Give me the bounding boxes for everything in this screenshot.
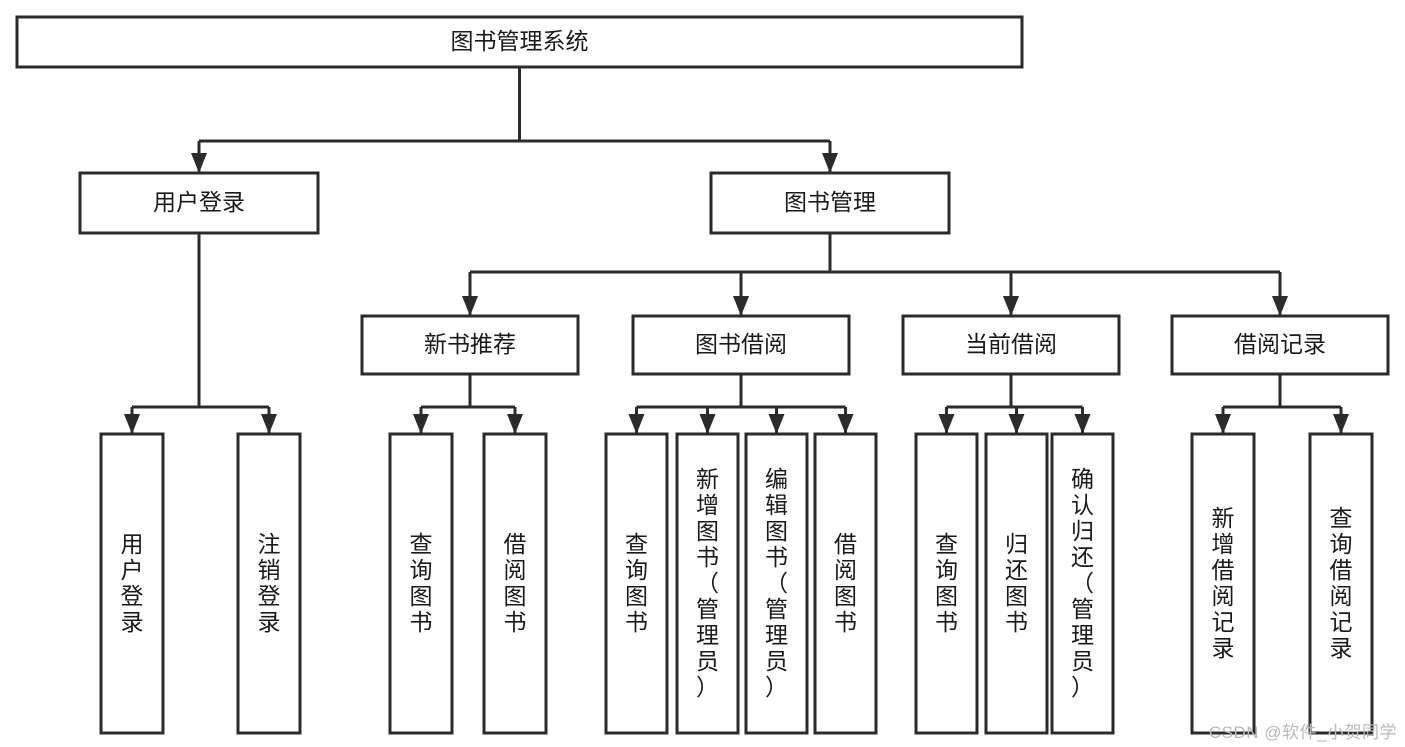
arrow-head-icon xyxy=(124,414,140,434)
arrow-head-icon xyxy=(699,414,716,434)
node-label: 查询图书 xyxy=(625,531,648,635)
node-box xyxy=(1050,432,1115,735)
node-box xyxy=(99,432,165,735)
arrow-head-icon xyxy=(837,414,854,434)
node-box xyxy=(901,314,1121,376)
node-box xyxy=(15,15,1024,69)
arrow-head-icon xyxy=(768,414,785,434)
node-label: 当前借阅 xyxy=(965,331,1057,357)
node-leaf-add-book[interactable]: 新增图书（管理员） xyxy=(675,432,740,735)
arrow-head-icon xyxy=(1003,296,1019,316)
node-leaf-add-record[interactable]: 新增借阅记录 xyxy=(1190,432,1256,735)
connectors-layer xyxy=(124,67,1349,434)
arrow-head-icon xyxy=(1008,414,1025,434)
node-leaf-borrow-book-1[interactable]: 借阅图书 xyxy=(482,432,548,735)
node-leaf-query-book-1[interactable]: 查询图书 xyxy=(388,432,454,735)
node-label: 图书管理 xyxy=(784,189,876,215)
node-box xyxy=(1170,314,1390,376)
node-label: 新增借阅记录 xyxy=(1212,505,1235,661)
node-box xyxy=(984,432,1049,735)
node-label: 用户登录 xyxy=(121,531,144,635)
arrow-head-icon xyxy=(822,153,838,173)
node-label: 图书管理系统 xyxy=(451,28,589,54)
node-label: 借阅图书 xyxy=(834,531,857,635)
arrow-head-icon xyxy=(733,296,749,316)
arrow-head-icon xyxy=(507,414,523,434)
node-borrow-record[interactable]: 借阅记录 xyxy=(1170,314,1390,376)
node-box xyxy=(1308,432,1374,735)
node-leaf-return-book[interactable]: 归还图书 xyxy=(984,432,1049,735)
node-label: 借阅图书 xyxy=(504,531,527,635)
nodes-layer: 图书管理系统用户登录图书管理新书推荐图书借阅当前借阅借阅记录用户登录注销登录查询… xyxy=(15,15,1390,735)
node-box xyxy=(388,432,454,735)
node-box xyxy=(914,432,979,735)
node-user-login[interactable]: 用户登录 xyxy=(78,171,320,235)
node-new-book-recommend[interactable]: 新书推荐 xyxy=(360,314,580,376)
node-label: 图书借阅 xyxy=(695,331,787,357)
node-current-borrow[interactable]: 当前借阅 xyxy=(901,314,1121,376)
node-leaf-edit-book[interactable]: 编辑图书（管理员） xyxy=(744,432,809,735)
arrow-head-icon xyxy=(413,414,429,434)
node-leaf-query-book-3[interactable]: 查询图书 xyxy=(914,432,979,735)
node-box xyxy=(709,171,951,235)
node-box xyxy=(482,432,548,735)
node-book-manage[interactable]: 图书管理 xyxy=(709,171,951,235)
node-label: 借阅记录 xyxy=(1234,331,1326,357)
node-root[interactable]: 图书管理系统 xyxy=(15,15,1024,69)
arrow-head-icon xyxy=(1215,414,1231,434)
node-label: 归还图书 xyxy=(1005,531,1028,635)
node-label: 查询借阅记录 xyxy=(1330,505,1353,661)
node-label: 编辑图书（管理员） xyxy=(765,466,788,700)
arrow-head-icon xyxy=(261,414,277,434)
node-label: 确认归还（管理员） xyxy=(1071,466,1094,700)
node-leaf-query-record[interactable]: 查询借阅记录 xyxy=(1308,432,1374,735)
node-box xyxy=(360,314,580,376)
arrow-head-icon xyxy=(1272,296,1288,316)
node-box xyxy=(675,432,740,735)
arrow-head-icon xyxy=(628,414,645,434)
node-box xyxy=(744,432,809,735)
node-label: 用户登录 xyxy=(153,189,245,215)
arrow-head-icon xyxy=(1074,414,1091,434)
node-leaf-borrow-book-2[interactable]: 借阅图书 xyxy=(813,432,878,735)
node-leaf-confirm-return[interactable]: 确认归还（管理员） xyxy=(1050,432,1115,735)
node-label: 注销登录 xyxy=(258,531,281,635)
node-box xyxy=(813,432,878,735)
arrow-head-icon xyxy=(938,414,955,434)
node-leaf-user-login[interactable]: 用户登录 xyxy=(99,432,165,735)
node-box xyxy=(236,432,302,735)
node-box xyxy=(1190,432,1256,735)
node-box xyxy=(604,432,669,735)
arrow-head-icon xyxy=(1333,414,1349,434)
arrow-head-icon xyxy=(191,153,207,173)
arrow-head-icon xyxy=(462,296,478,316)
node-label: 新书推荐 xyxy=(424,331,516,357)
node-label: 新增图书（管理员） xyxy=(696,466,719,700)
node-leaf-query-book-2[interactable]: 查询图书 xyxy=(604,432,669,735)
node-label: 查询图书 xyxy=(410,531,433,635)
node-box xyxy=(78,171,320,235)
node-box xyxy=(631,314,851,376)
node-label: 查询图书 xyxy=(935,531,958,635)
node-leaf-user-logout[interactable]: 注销登录 xyxy=(236,432,302,735)
node-book-borrow[interactable]: 图书借阅 xyxy=(631,314,851,376)
